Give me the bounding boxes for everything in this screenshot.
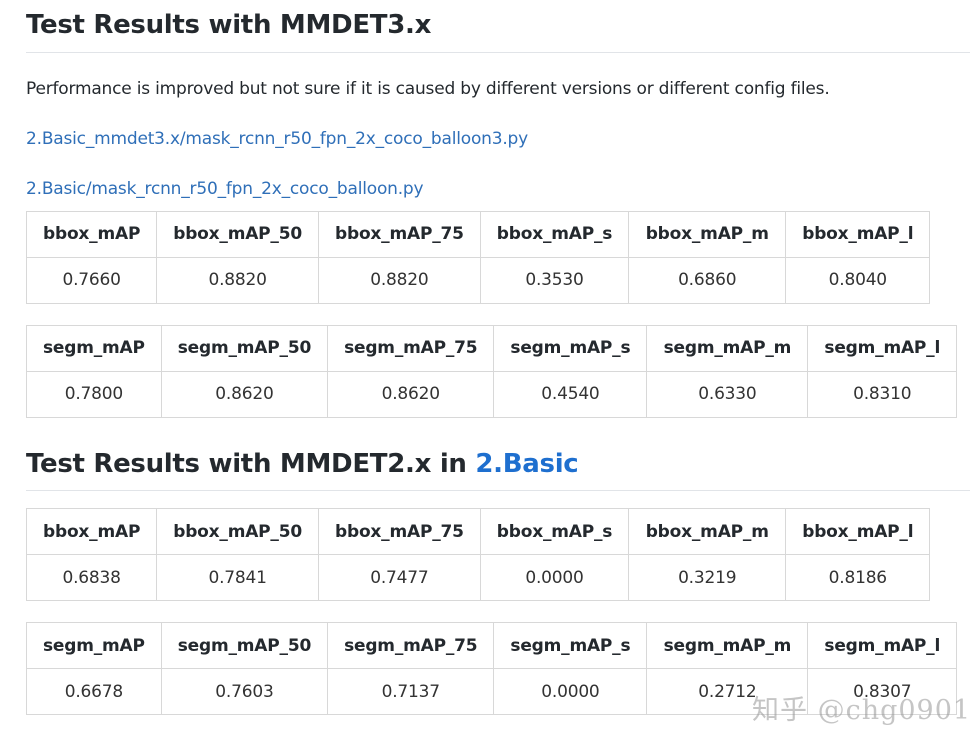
config-link-paragraph-mmdet2: 2.Basic/mask_rcnn_r50_fpn_2x_coco_balloo… <box>26 177 970 201</box>
column-header: bbox_mAP_s <box>479 210 630 258</box>
table-cell: 0.0000 <box>493 668 648 715</box>
table-cell: 0.6678 <box>26 668 162 715</box>
config-link-mmdet3[interactable]: 2.Basic_mmdet3.x/mask_rcnn_r50_fpn_2x_co… <box>26 128 529 149</box>
column-header: bbox_mAP_m <box>628 210 787 258</box>
table-cell: 0.8186 <box>785 554 931 601</box>
table-cell: 0.7800 <box>26 370 162 418</box>
column-header: segm_mAP_75 <box>327 324 495 372</box>
table-cell: 0.6330 <box>646 370 809 418</box>
table-cell: 0.6860 <box>628 256 787 304</box>
segm-results-table-mmdet2: segm_mAP segm_mAP_50 segm_mAP_75 segm_mA… <box>26 622 958 715</box>
column-header: segm_mAP_50 <box>160 622 329 669</box>
table-row: 0.6678 0.7603 0.7137 0.0000 0.2712 0.830… <box>26 668 958 715</box>
config-link-mmdet2[interactable]: 2.Basic/mask_rcnn_r50_fpn_2x_coco_balloo… <box>26 178 424 199</box>
column-header: bbox_mAP_m <box>628 508 787 555</box>
heading-text: Test Results with MMDET2.x in <box>26 448 476 479</box>
config-link-paragraph-mmdet3: 2.Basic_mmdet3.x/mask_rcnn_r50_fpn_2x_co… <box>26 127 970 151</box>
table-cell: 0.7841 <box>156 554 319 601</box>
table-cell: 0.8310 <box>807 370 958 418</box>
heading-text: Test Results with MMDET3.x <box>26 10 432 40</box>
table-cell: 0.3530 <box>479 256 630 304</box>
table-cell: 0.3219 <box>628 554 787 601</box>
column-header: bbox_mAP <box>25 508 158 555</box>
table-row: 0.7660 0.8820 0.8820 0.3530 0.6860 0.804… <box>25 256 931 304</box>
section-heading-mmdet3: Test Results with MMDET3.x <box>26 0 970 53</box>
table-cell: 0.7137 <box>327 668 495 715</box>
column-header: bbox_mAP_l <box>785 508 931 555</box>
bbox-results-table-mmdet3: bbox_mAP bbox_mAP_50 bbox_mAP_75 bbox_mA… <box>25 210 931 304</box>
column-header: bbox_mAP_75 <box>318 508 481 555</box>
column-header: segm_mAP <box>26 622 162 669</box>
table-cell: 0.7603 <box>160 668 329 715</box>
column-header: segm_mAP_s <box>493 324 648 372</box>
column-header: segm_mAP_l <box>807 622 958 669</box>
table-cell: 0.8307 <box>807 668 958 715</box>
column-header: segm_mAP_50 <box>160 324 329 372</box>
column-header: segm_mAP_75 <box>327 622 495 669</box>
table-row: 0.6838 0.7841 0.7477 0.0000 0.3219 0.818… <box>25 554 931 601</box>
heading-link-2-basic[interactable]: 2.Basic <box>475 448 579 479</box>
column-header: bbox_mAP <box>25 210 158 258</box>
column-header: bbox_mAP_l <box>785 210 931 258</box>
table-cell: 0.8820 <box>318 256 481 304</box>
bbox-results-table-mmdet2: bbox_mAP bbox_mAP_50 bbox_mAP_75 bbox_mA… <box>25 508 931 601</box>
column-header: segm_mAP <box>26 324 162 372</box>
column-header: segm_mAP_s <box>493 622 648 669</box>
column-header: bbox_mAP_50 <box>156 210 319 258</box>
table-cell: 0.7477 <box>318 554 481 601</box>
column-header: bbox_mAP_s <box>479 508 630 555</box>
table-header-row: segm_mAP segm_mAP_50 segm_mAP_75 segm_mA… <box>26 622 958 669</box>
table-row: 0.7800 0.8620 0.8620 0.4540 0.6330 0.831… <box>26 370 958 418</box>
table-cell: 0.2712 <box>646 668 809 715</box>
column-header: segm_mAP_m <box>646 324 809 372</box>
section-heading-mmdet2: Test Results with MMDET2.x in 2.Basic <box>26 440 970 491</box>
segm-results-table-mmdet3: segm_mAP segm_mAP_50 segm_mAP_75 segm_mA… <box>26 324 958 418</box>
column-header: segm_mAP_l <box>807 324 958 372</box>
table-cell: 0.6838 <box>25 554 158 601</box>
table-cell: 0.0000 <box>479 554 630 601</box>
column-header: bbox_mAP_75 <box>318 210 481 258</box>
table-header-row: segm_mAP segm_mAP_50 segm_mAP_75 segm_mA… <box>26 324 958 372</box>
table-header-row: bbox_mAP bbox_mAP_50 bbox_mAP_75 bbox_mA… <box>25 508 931 555</box>
table-cell: 0.8620 <box>160 370 329 418</box>
description-paragraph: Performance is improved but not sure if … <box>26 78 830 99</box>
table-header-row: bbox_mAP bbox_mAP_50 bbox_mAP_75 bbox_mA… <box>25 210 931 258</box>
table-cell: 0.8620 <box>327 370 495 418</box>
table-cell: 0.8820 <box>156 256 319 304</box>
table-cell: 0.4540 <box>493 370 648 418</box>
table-cell: 0.7660 <box>25 256 158 304</box>
readme-content: Test Results with MMDET3.x Performance i… <box>25 0 970 715</box>
table-cell: 0.8040 <box>785 256 931 304</box>
column-header: bbox_mAP_50 <box>156 508 319 555</box>
column-header: segm_mAP_m <box>646 622 809 669</box>
